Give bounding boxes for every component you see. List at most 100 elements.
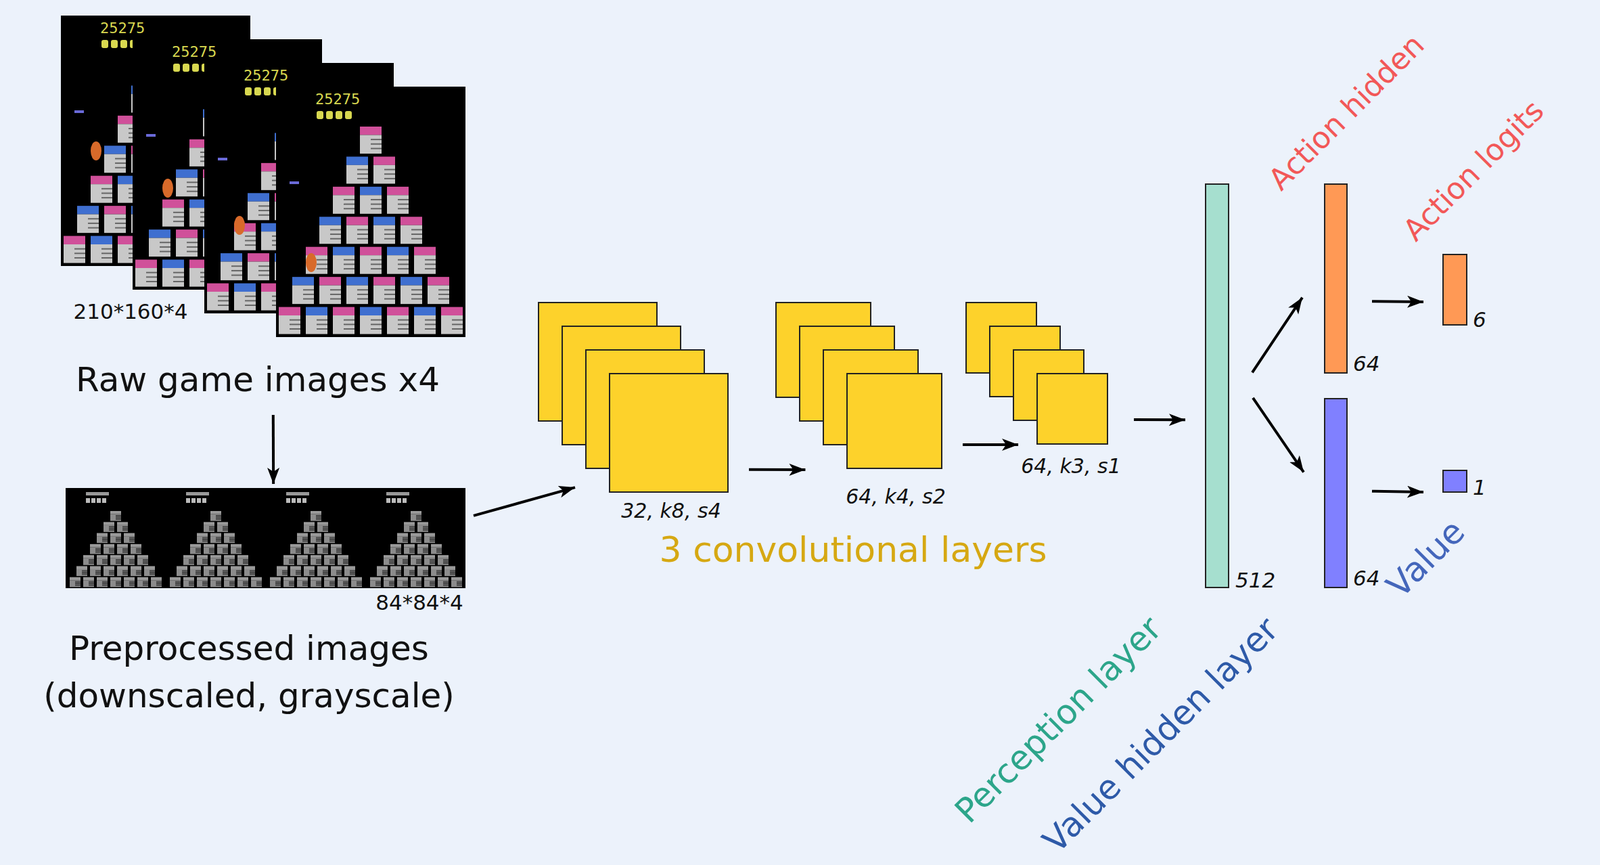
- cube-stripe: [217, 304, 229, 306]
- cube-top: [103, 521, 115, 525]
- layer-name: Action hidden: [1261, 27, 1432, 197]
- cube-stripe: [181, 569, 188, 571]
- cube-stripe: [349, 573, 356, 575]
- feature-map: [608, 372, 729, 493]
- cube-stripe: [202, 558, 208, 561]
- cube-stripe: [382, 573, 388, 575]
- cube-top: [332, 307, 355, 316]
- cube-stripe: [316, 263, 328, 265]
- cube-stripe: [370, 259, 382, 261]
- cube-side: [223, 579, 235, 587]
- cube-stripe: [209, 549, 215, 551]
- cube-top: [237, 554, 249, 559]
- cube-stripe: [115, 167, 126, 169]
- cube-stripe: [115, 222, 126, 224]
- cube-side: [244, 568, 256, 576]
- cube-top: [359, 126, 382, 135]
- cube-side: [169, 579, 181, 587]
- cube-stripe: [101, 196, 113, 199]
- cube-stripe: [330, 298, 341, 300]
- cube-side: [427, 285, 450, 305]
- cube-stripe: [242, 560, 249, 563]
- cube-side: [317, 546, 329, 554]
- cube-top: [330, 543, 342, 548]
- cube-top: [223, 533, 235, 537]
- life-icon: [96, 497, 101, 503]
- cube-side: [276, 568, 288, 576]
- cube-stripe: [215, 537, 222, 539]
- cube-stripe: [416, 584, 422, 586]
- cube-top: [237, 577, 249, 581]
- cube-stripe: [422, 549, 429, 551]
- cube-stripe: [302, 537, 308, 539]
- life-icon: [173, 63, 180, 72]
- cube-top: [104, 205, 126, 214]
- cube-stripe: [202, 537, 208, 539]
- cube-stripe: [357, 173, 369, 175]
- cube-stripe: [330, 233, 341, 235]
- cube-top: [162, 259, 185, 268]
- cube-side: [247, 261, 270, 281]
- cube-side: [370, 579, 381, 587]
- cube-stripe: [370, 203, 382, 205]
- cube-side: [76, 568, 88, 576]
- cube-stripe: [202, 584, 208, 586]
- cube-top: [337, 577, 349, 581]
- life-icon: [186, 497, 191, 503]
- cube-top: [317, 521, 329, 525]
- cube-stripe: [370, 138, 382, 141]
- cube-stripe: [451, 319, 463, 321]
- cube-stripe: [142, 581, 149, 583]
- cube-stripe: [409, 573, 415, 575]
- cube-stripe: [195, 571, 201, 574]
- cube-stripe: [122, 551, 128, 553]
- game-score: 25275: [171, 43, 217, 61]
- cube-stripe: [395, 569, 402, 571]
- cube-side: [144, 568, 155, 576]
- cube-stripe: [217, 299, 229, 302]
- cube-side: [292, 285, 314, 305]
- cube-side: [417, 524, 429, 532]
- cube-stripe: [108, 571, 115, 574]
- player-sprite: [234, 215, 245, 235]
- cube-side: [296, 558, 308, 565]
- cube-top: [104, 145, 126, 154]
- cube-stripe: [397, 198, 409, 201]
- cube-stripe: [242, 581, 249, 583]
- cube-stripe: [343, 328, 355, 330]
- cube-side: [424, 579, 436, 587]
- cube-side: [414, 255, 436, 274]
- cube-stripe: [411, 233, 423, 235]
- cube-top: [169, 577, 181, 581]
- cube-stripe: [115, 539, 122, 542]
- cube-stripe: [322, 525, 329, 528]
- cube-stripe: [129, 582, 135, 584]
- cube-stripe: [115, 518, 122, 520]
- game-score: 25275: [243, 66, 289, 85]
- cube-stripe: [384, 177, 396, 180]
- cube-stripe: [322, 529, 329, 531]
- cube-stripe: [258, 204, 270, 207]
- cube-stripe: [95, 551, 101, 553]
- cube-stripe: [329, 537, 335, 539]
- life-icon: [391, 497, 396, 503]
- cube-stripe: [397, 203, 409, 205]
- cube-side: [210, 514, 222, 521]
- cube-stripe: [424, 267, 436, 270]
- cube-stripe: [75, 584, 81, 586]
- cube-stripe: [303, 293, 314, 295]
- size-label: 64: [1353, 351, 1380, 377]
- cube-top: [344, 565, 356, 569]
- cube-stripe: [422, 569, 429, 571]
- layer-name: Action logits: [1396, 93, 1552, 249]
- cube-top: [310, 554, 322, 559]
- cube-top: [386, 186, 409, 195]
- life-icon: [291, 497, 296, 503]
- cube-stripe: [142, 560, 149, 563]
- life-icon: [296, 497, 302, 503]
- cube-stripe: [258, 274, 270, 277]
- cube-stripe: [315, 518, 322, 520]
- cube-top: [370, 577, 381, 581]
- cube-top: [90, 175, 113, 185]
- cube-stripe: [443, 584, 449, 586]
